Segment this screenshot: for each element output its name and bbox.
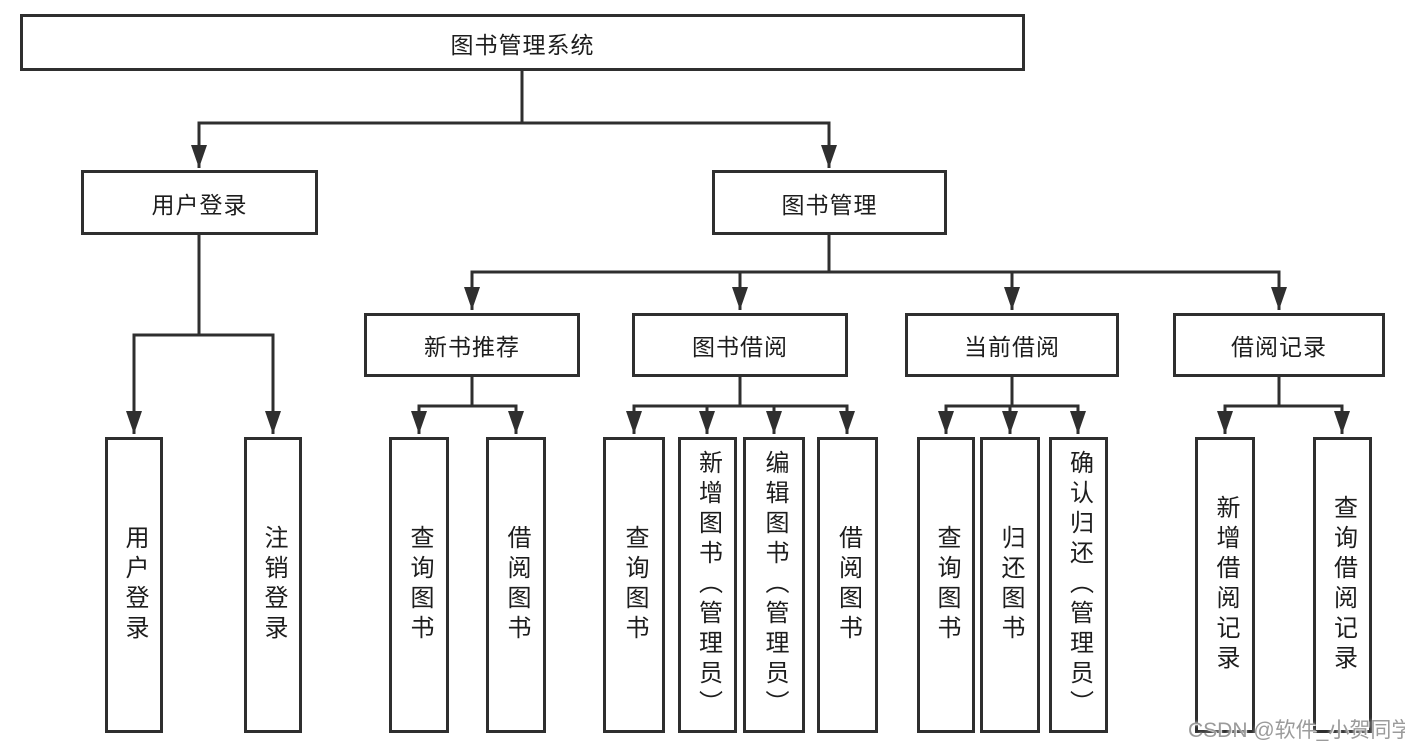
node-borrowing-records: 借阅记录 bbox=[1173, 313, 1385, 377]
leaf-borrow-add-books-admin: 新增图书（管理员） bbox=[678, 437, 737, 733]
leaf-current-confirm-return-admin: 确认归还（管理员） bbox=[1049, 437, 1108, 733]
node-library-system: 图书管理系统 bbox=[20, 14, 1025, 71]
node-new-book-recommend: 新书推荐 bbox=[364, 313, 580, 377]
csdn-watermark: CSDN @软件_小贺同学 bbox=[1188, 719, 1405, 742]
leaf-records-query-record: 查询借阅记录 bbox=[1313, 437, 1372, 733]
node-book-borrowing: 图书借阅 bbox=[632, 313, 848, 377]
leaf-records-add-record: 新增借阅记录 bbox=[1195, 437, 1255, 733]
leaf-current-query-books: 查询图书 bbox=[917, 437, 975, 733]
leaf-borrow-borrow-books: 借阅图书 bbox=[817, 437, 878, 733]
leaf-borrow-query-books: 查询图书 bbox=[603, 437, 665, 733]
leaf-borrow-edit-books-admin: 编辑图书（管理员） bbox=[743, 437, 805, 733]
node-user-login: 用户登录 bbox=[81, 170, 318, 235]
node-book-management: 图书管理 bbox=[712, 170, 947, 235]
leaf-logout: 注销登录 bbox=[244, 437, 302, 733]
leaf-rec-borrow-books: 借阅图书 bbox=[486, 437, 546, 733]
leaf-user-login: 用户登录 bbox=[105, 437, 163, 733]
leaf-current-return-books: 归还图书 bbox=[980, 437, 1040, 733]
leaf-rec-query-books: 查询图书 bbox=[389, 437, 449, 733]
node-current-borrowing: 当前借阅 bbox=[905, 313, 1119, 377]
